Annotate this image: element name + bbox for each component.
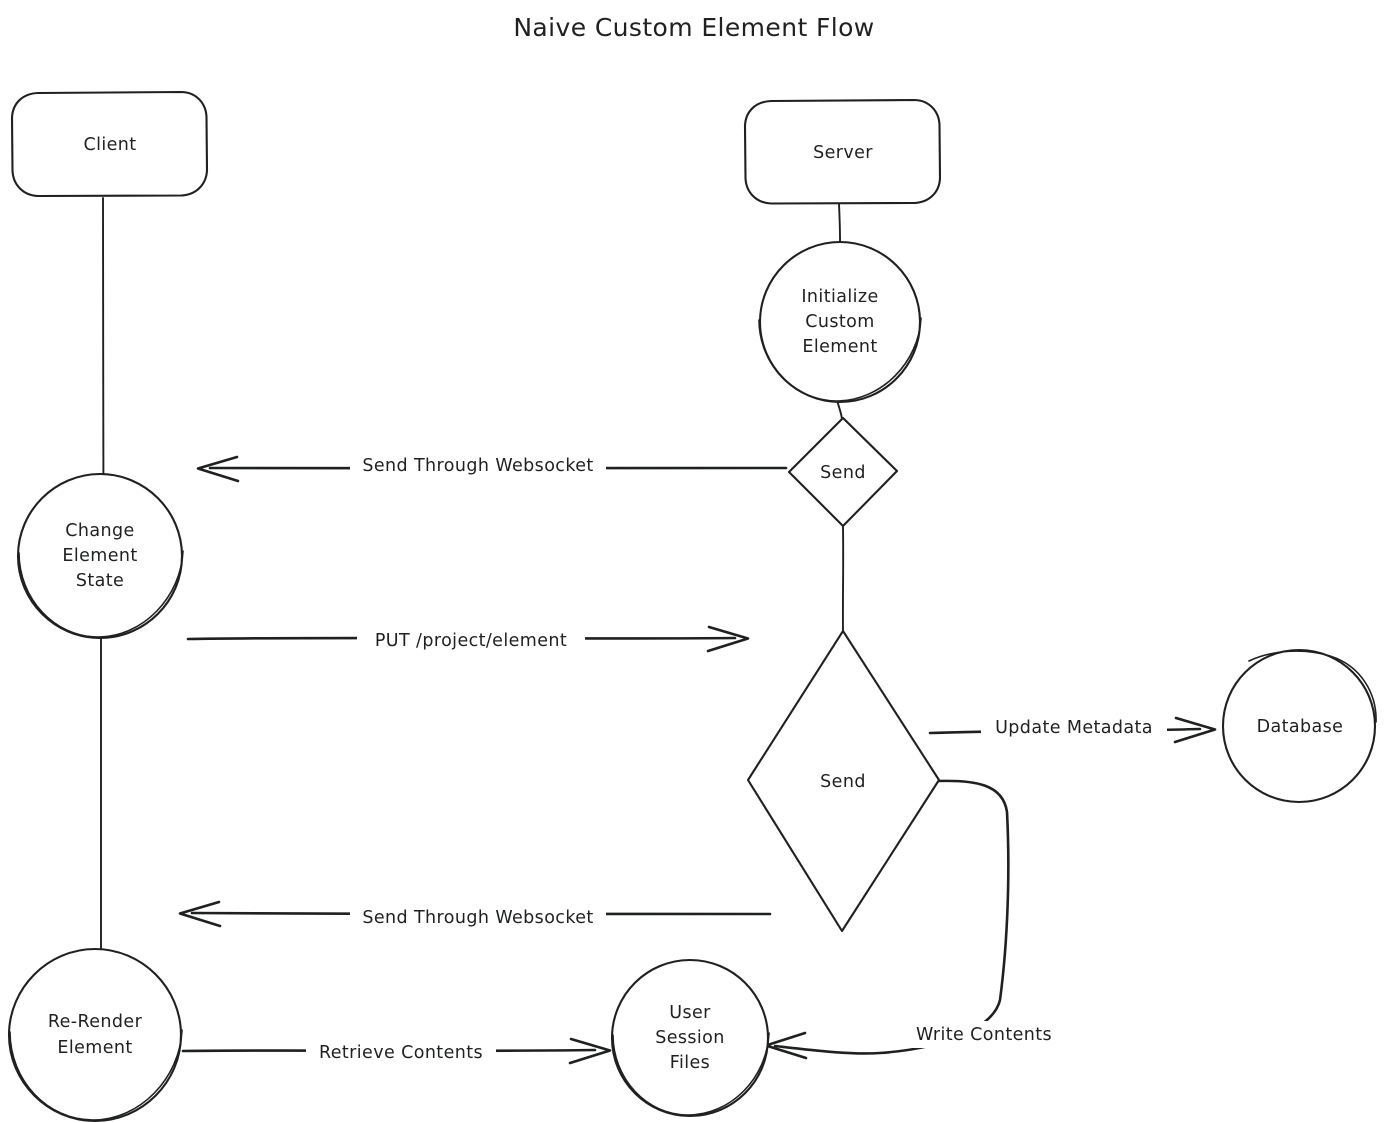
node-database-label: Database (1257, 717, 1344, 737)
edge-label-text: Retrieve Contents (319, 1043, 483, 1063)
edge-label-put-project-element: PUT /project/element (357, 627, 585, 654)
edge-label-text: Update Metadata (995, 718, 1153, 738)
edge-label-text: PUT /project/element (375, 631, 567, 651)
node-re-render-element-label-line-1: Re-Render (48, 1012, 143, 1032)
edge-label-update-metadata: Update Metadata (981, 714, 1167, 741)
node-client-label: Client (83, 135, 136, 155)
node-change-element-state-label-line-2: Element (62, 546, 137, 566)
node-change-element-state-label-line-1: Change (65, 521, 134, 541)
node-initialize-label-line-1: Initialize (801, 287, 878, 307)
node-user-session-files[interactable]: User Session Files (610, 958, 770, 1118)
node-database[interactable]: Database (1221, 648, 1377, 804)
edge-label-write-contents: Write Contents (908, 1021, 1060, 1048)
node-send-websocket-decision[interactable]: Send (787, 416, 899, 528)
node-client[interactable]: Client (10, 90, 209, 198)
node-server[interactable]: Server (743, 98, 942, 205)
node-user-session-files-label-line-1: User (669, 1003, 711, 1023)
node-user-session-files-label-line-3: Files (670, 1053, 710, 1073)
edge-label-text: Send Through Websocket (362, 456, 593, 476)
node-re-render-element-label-line-2: Element (57, 1038, 132, 1058)
node-send-2-label: Send (820, 772, 866, 792)
edge-label-send-through-websocket-bottom: Send Through Websocket (350, 904, 606, 931)
node-send-1-label: Send (820, 463, 866, 483)
node-send-persist-decision[interactable]: Send (746, 629, 941, 933)
node-user-session-files-label-line-2: Session (655, 1028, 725, 1048)
node-change-element-state-label-line-3: State (76, 571, 124, 591)
node-initialize-custom-element[interactable]: Initialize Custom Element (758, 240, 922, 404)
edge-label-send-through-websocket-top: Send Through Websocket (350, 452, 606, 479)
edge-label-retrieve-contents: Retrieve Contents (306, 1039, 496, 1066)
node-re-render-element[interactable]: Re-Render Element (7, 947, 183, 1123)
node-initialize-label-line-3: Element (802, 337, 877, 357)
node-change-element-state[interactable]: Change Element State (16, 472, 184, 640)
edge-label-text: Write Contents (916, 1025, 1052, 1045)
node-server-label: Server (813, 143, 873, 163)
node-initialize-label-line-2: Custom (805, 312, 874, 332)
page-title: Naive Custom Element Flow (513, 13, 874, 42)
edge-label-text: Send Through Websocket (362, 908, 593, 928)
edge-server-to-initialize (838, 203, 841, 246)
